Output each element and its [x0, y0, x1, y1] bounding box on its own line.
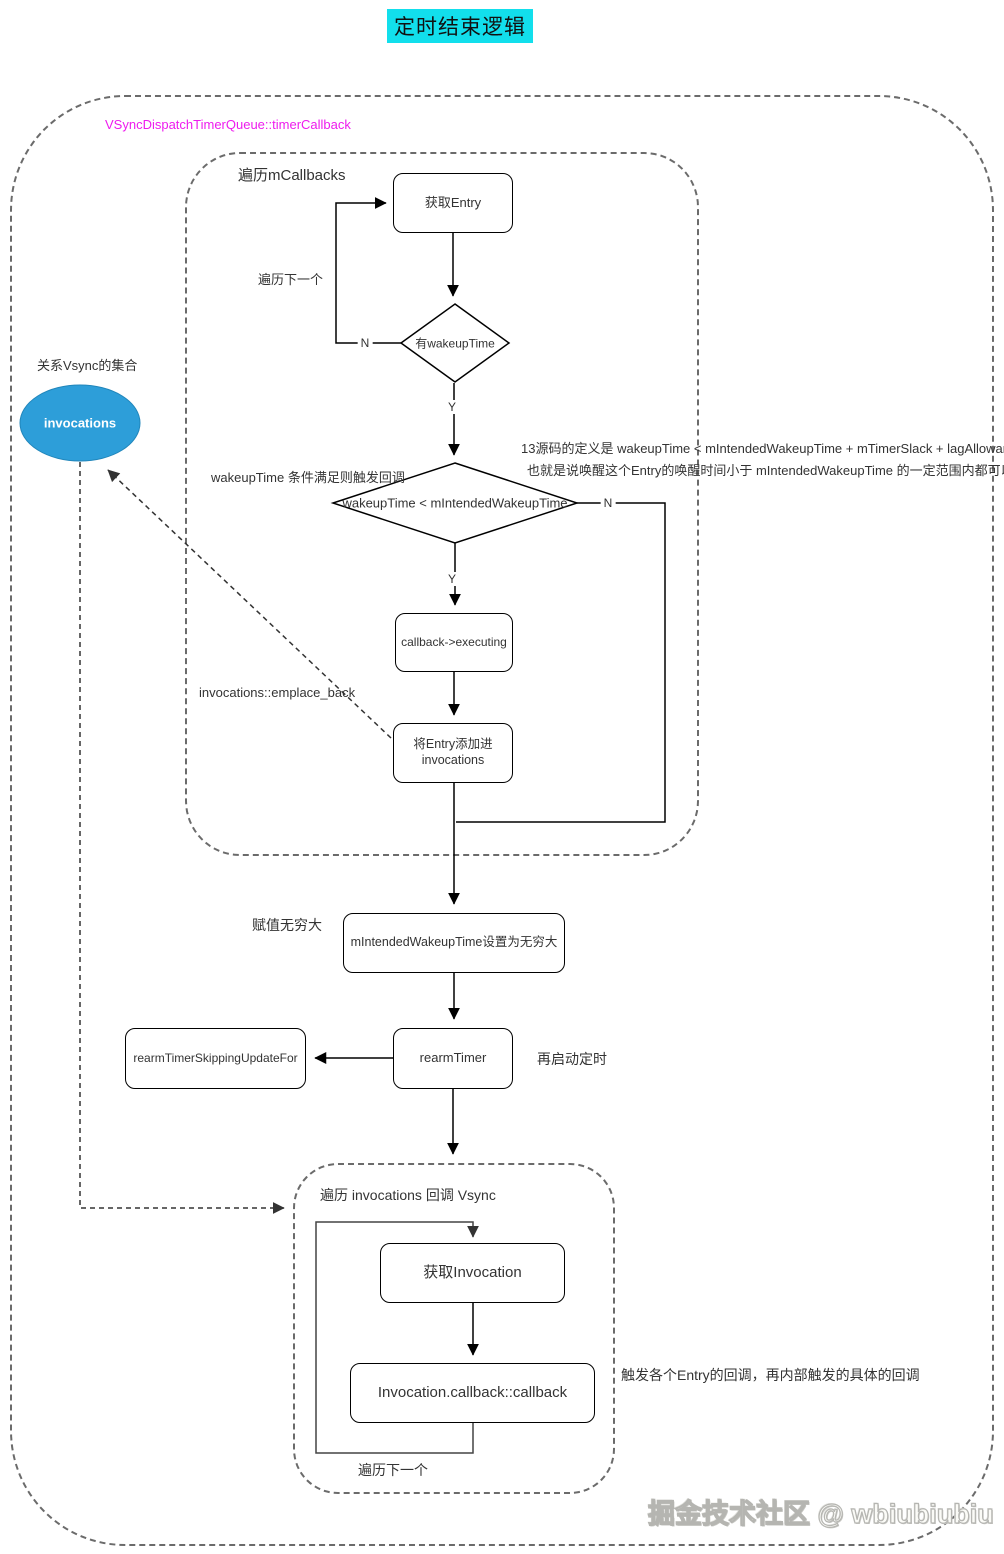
node-add-entry-line2: invocations	[421, 753, 485, 767]
node-set-infinity: mIntendedWakeupTime设置为无穷大	[343, 913, 565, 973]
node-set-infinity-label: mIntendedWakeupTime设置为无穷大	[350, 935, 558, 950]
node-get-invocation-label: 获取Invocation	[423, 1263, 522, 1281]
node-rearm-timer: rearmTimer	[393, 1028, 513, 1089]
diamond1-label: 有wakeupTime	[415, 336, 495, 351]
watermark-text: 掘金技术社区 @ wbiubiubiu	[647, 1498, 994, 1529]
mcallbacks-loop-label: 遍历mCallbacks	[238, 167, 346, 184]
node-invoke-callback-label: Invocation.callback::callback	[377, 1383, 568, 1401]
node-invoke-callback: Invocation.callback::callback	[350, 1363, 595, 1423]
branch-n2: N	[600, 496, 616, 510]
node-callback-executing-label: callback->executing	[401, 635, 507, 649]
node-rearm-skip-label: rearmTimerSkippingUpdateFor	[133, 1051, 298, 1065]
set-infinity-side-label: 赋值无穷大	[252, 917, 322, 933]
node-get-entry-label: 获取Entry	[424, 194, 482, 210]
branch-n1: N	[357, 336, 373, 350]
node-add-entry: 将Entry添加进 invocations	[393, 723, 513, 783]
node-get-entry: 获取Entry	[393, 173, 513, 233]
branch-y2: Y	[444, 572, 460, 586]
node-rearm-timer-label: rearmTimer	[419, 1050, 487, 1066]
wakeup-note-line1: 13源码的定义是 wakeupTime < mIntendedWakeupTim…	[521, 441, 1004, 456]
rearm-side-label: 再启动定时	[537, 1051, 607, 1067]
ellipse-caption: 关系Vsync的集合	[37, 358, 138, 373]
trigger-note: 触发各个Entry的回调，再内部触发的具体的回调	[621, 1367, 920, 1383]
page-title: 定时结束逻辑	[387, 9, 533, 43]
diamond2-label: wakeupTime < mIntendedWakeupTime	[342, 495, 568, 511]
node-get-invocation: 获取Invocation	[380, 1243, 565, 1303]
node-rearm-skip: rearmTimerSkippingUpdateFor	[125, 1028, 306, 1089]
invocations-loop-container	[293, 1163, 615, 1494]
invocations-ellipse-label: invocations	[43, 415, 117, 431]
trigger-condition-label: wakeupTime 条件满足则触发回调	[211, 470, 405, 485]
branch-y1: Y	[444, 400, 460, 414]
iterate-next-top-label: 遍历下一个	[258, 272, 324, 287]
node-callback-executing: callback->executing	[395, 613, 513, 672]
outer-flow-container	[10, 95, 994, 1546]
iterate-next-bottom-label: 遍历下一个	[358, 1462, 428, 1478]
outer-container-label: VSyncDispatchTimerQueue::timerCallback	[105, 117, 351, 132]
emplace-back-label: invocations::emplace_back	[199, 685, 356, 700]
invocations-loop-label: 遍历 invocations 回调 Vsync	[320, 1187, 496, 1203]
wakeup-note-line2: 也就是说唤醒这个Entry的唤醒时间小于 mIntendedWakeupTime…	[527, 463, 1004, 478]
node-add-entry-line1: 将Entry添加进	[413, 737, 493, 752]
